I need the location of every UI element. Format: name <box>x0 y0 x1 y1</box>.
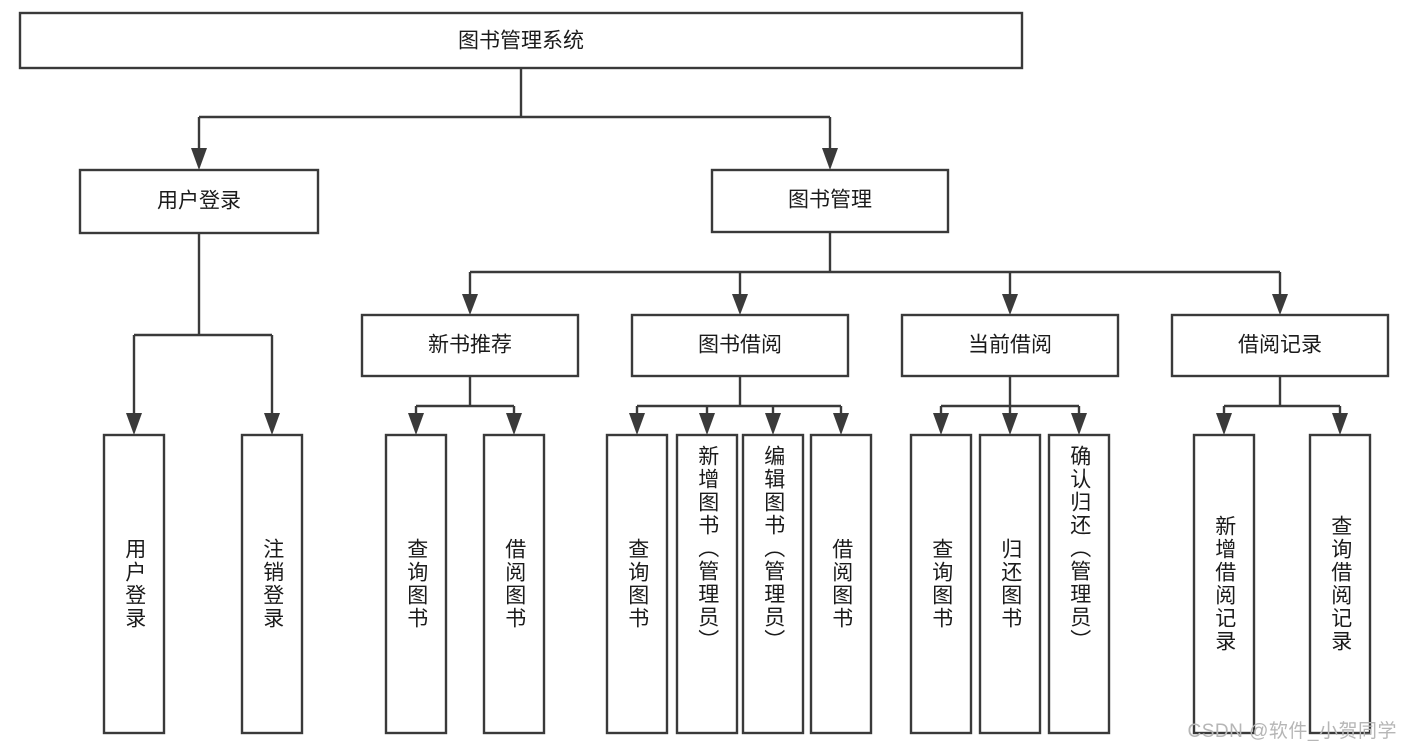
node-label-borrow-record: 借阅记录 <box>1238 334 1322 357</box>
node-rect-book-management[interactable] <box>710 168 950 234</box>
node-rect-leaf-query-book-3[interactable] <box>909 433 973 735</box>
arrow-head-new-book-recommend <box>462 294 478 315</box>
arrow-head-leaf-edit-book-admin <box>765 413 781 435</box>
arrow-head-book-management <box>822 148 838 170</box>
node-label-title: 图书管理系统 <box>458 30 584 53</box>
node-borrow-record[interactable]: 借阅记录 <box>1170 313 1390 378</box>
node-rect-borrow-record[interactable] <box>1170 313 1390 378</box>
node-rect-user-login[interactable] <box>78 168 320 235</box>
arrow-head-leaf-add-borrow-record <box>1216 413 1232 435</box>
node-book-borrow[interactable]: 图书借阅 <box>630 313 850 378</box>
connector-group-book-management <box>462 232 1288 315</box>
node-title-box[interactable]: 图书管理系统 <box>18 11 1024 70</box>
connector-group-current-borrow <box>933 376 1087 435</box>
node-rect-leaf-add-borrow-record[interactable] <box>1192 433 1256 735</box>
node-current-borrow[interactable]: 当前借阅 <box>900 313 1120 378</box>
connector-group-borrow-record <box>1216 376 1348 435</box>
arrow-head-book-borrow <box>732 294 748 315</box>
node-rect-leaf-edit-book-admin[interactable] <box>741 433 805 735</box>
node-rect-title[interactable] <box>18 11 1024 70</box>
arrow-head-leaf-confirm-return-admin <box>1071 413 1087 435</box>
arrow-head-leaf-query-book-2 <box>629 413 645 435</box>
node-rect-leaf-borrow-book-1[interactable] <box>482 433 546 735</box>
node-rect-leaf-borrow-book-2[interactable] <box>809 433 873 735</box>
arrow-head-leaf-borrow-book-1 <box>506 413 522 435</box>
node-book-management[interactable]: 图书管理 <box>710 168 950 234</box>
node-rect-leaf-query-borrow-record[interactable] <box>1308 433 1372 735</box>
arrow-head-leaf-logout-login <box>264 413 280 435</box>
arrow-head-leaf-query-book-1 <box>408 413 424 435</box>
arrow-head-leaf-query-book-3 <box>933 413 949 435</box>
node-rect-book-borrow[interactable] <box>630 313 850 378</box>
arrow-head-current-borrow <box>1002 294 1018 315</box>
node-rect-leaf-query-book-1[interactable] <box>384 433 448 735</box>
arrow-head-leaf-borrow-book-2 <box>833 413 849 435</box>
arrow-head-user-login <box>191 148 207 170</box>
arrow-head-leaf-user-login <box>126 413 142 435</box>
node-rect-leaf-confirm-return-admin[interactable] <box>1047 433 1111 735</box>
connector-group-user-login <box>126 233 280 435</box>
node-label-book-borrow: 图书借阅 <box>698 334 782 357</box>
arrow-head-leaf-query-borrow-record <box>1332 413 1348 435</box>
arrow-head-borrow-record <box>1272 294 1288 315</box>
node-rect-leaf-user-login[interactable] <box>102 433 166 735</box>
node-rect-leaf-logout-login[interactable] <box>240 433 304 735</box>
connector-group-book-borrow <box>629 376 849 435</box>
node-rect-leaf-add-book-admin[interactable] <box>675 433 739 735</box>
node-rect-leaf-query-book-2[interactable] <box>605 433 669 735</box>
node-label-current-borrow: 当前借阅 <box>968 334 1052 357</box>
node-label-user-login: 用户登录 <box>157 190 241 213</box>
node-rect-current-borrow[interactable] <box>900 313 1120 378</box>
connector-group-root <box>191 68 838 170</box>
node-user-login[interactable]: 用户登录 <box>78 168 320 235</box>
node-rect-new-book-recommend[interactable] <box>360 313 580 378</box>
node-new-book-recommend[interactable]: 新书推荐 <box>360 313 580 378</box>
arrow-head-leaf-return-book <box>1002 413 1018 435</box>
connector-group-new-book-recommend <box>408 376 522 435</box>
node-label-book-management: 图书管理 <box>788 189 872 212</box>
node-label-new-book-recommend: 新书推荐 <box>428 334 512 357</box>
node-rect-leaf-return-book[interactable] <box>978 433 1042 735</box>
arrow-head-leaf-add-book-admin <box>699 413 715 435</box>
watermark-text: CSDN @软件_小贺同学 <box>1187 721 1397 742</box>
